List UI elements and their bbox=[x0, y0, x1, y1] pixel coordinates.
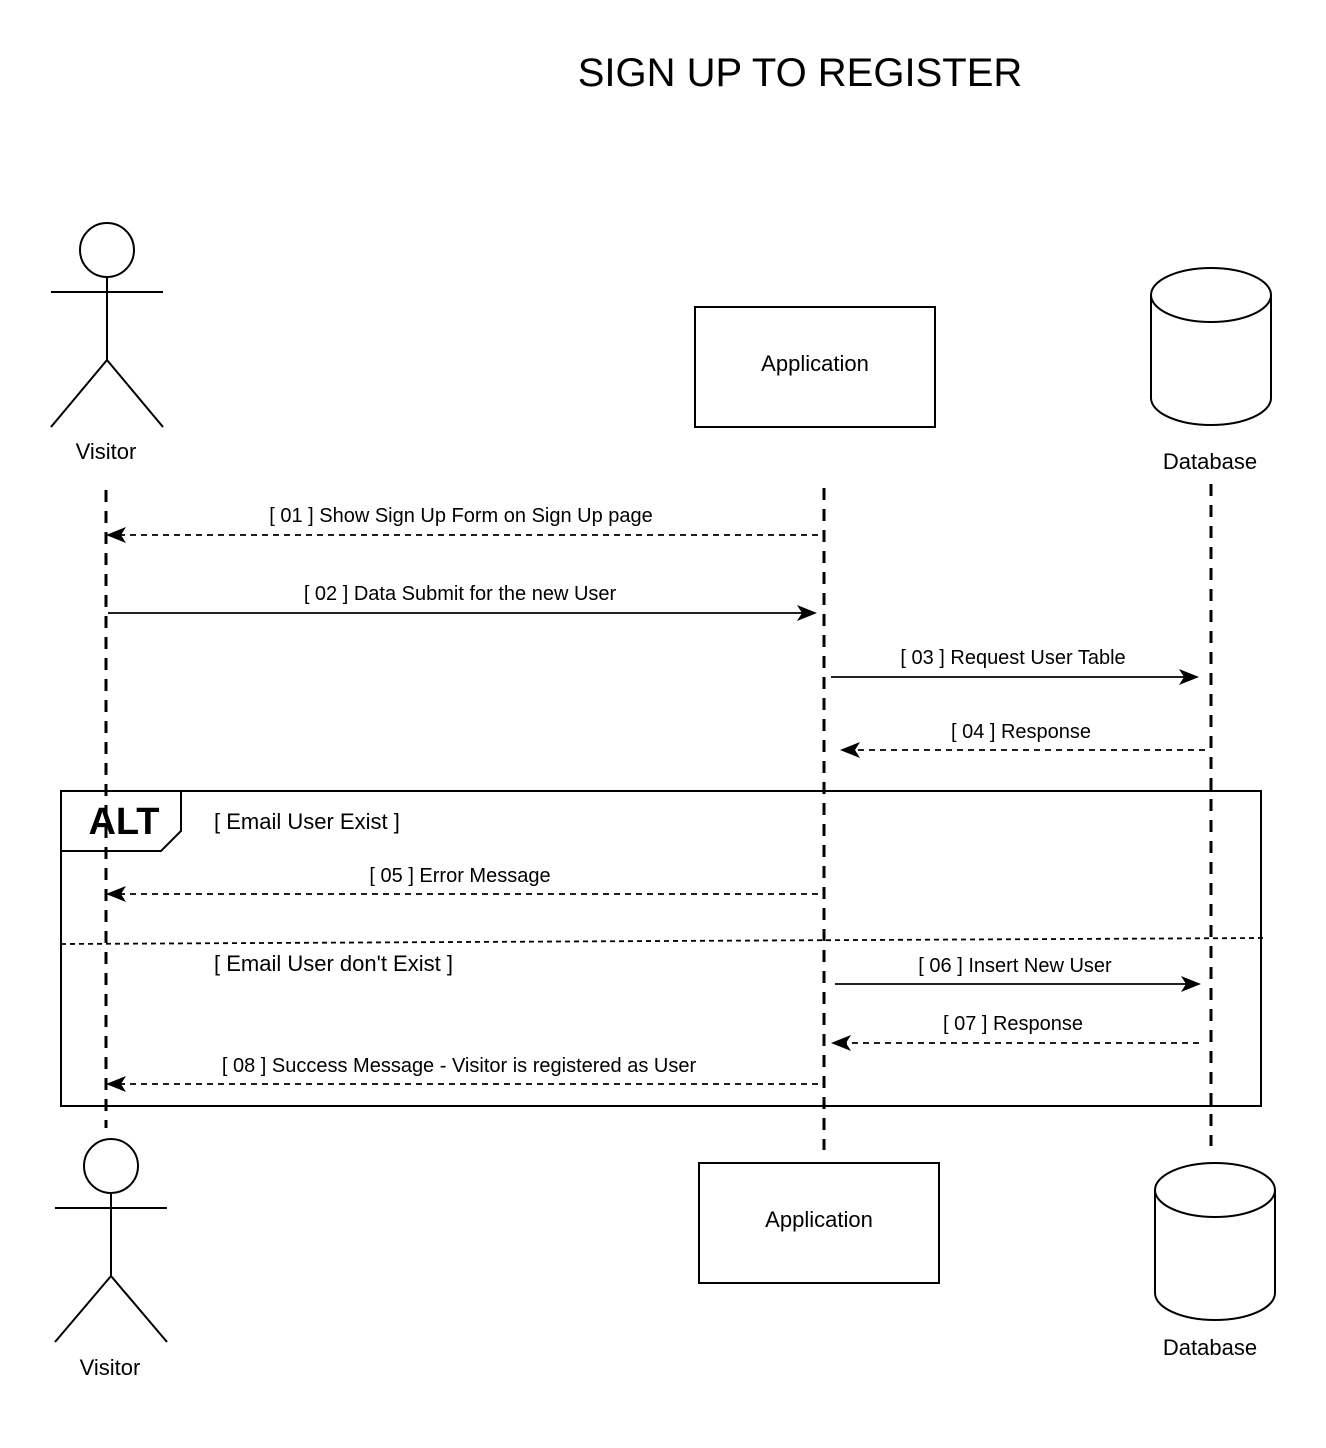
database-icon-top bbox=[1150, 267, 1272, 426]
message-06-label: [ 06 ] Insert New User bbox=[918, 955, 1112, 977]
message-05-label: [ 05 ] Error Message bbox=[369, 865, 550, 887]
application-box-top bbox=[694, 306, 936, 428]
visitor-actor-bottom bbox=[54, 1138, 168, 1343]
alt-condition-1: [ Email User Exist ] bbox=[214, 809, 400, 834]
message-02-label: [ 02 ] Data Submit for the new User bbox=[304, 583, 617, 605]
visitor-actor-top bbox=[50, 222, 164, 428]
database-icon-bottom bbox=[1154, 1162, 1276, 1321]
database-label-top: Database bbox=[1163, 449, 1257, 474]
alt-fragment-frame bbox=[60, 790, 1262, 1107]
database-label-bottom: Database bbox=[1163, 1335, 1257, 1360]
message-07-label: [ 07 ] Response bbox=[943, 1013, 1083, 1035]
message-04-label: [ 04 ] Response bbox=[951, 721, 1091, 743]
application-label-bottom: Application bbox=[765, 1207, 873, 1232]
visitor-label-bottom: Visitor bbox=[80, 1355, 141, 1380]
application-box-bottom bbox=[698, 1162, 940, 1284]
alt-operand-separator bbox=[60, 937, 1266, 945]
alt-fragment-label: ALT bbox=[88, 801, 159, 843]
message-03-label: [ 03 ] Request User Table bbox=[900, 647, 1125, 669]
visitor-label-top: Visitor bbox=[76, 439, 137, 464]
application-label-top: Application bbox=[761, 351, 869, 376]
message-01-label: [ 01 ] Show Sign Up Form on Sign Up page bbox=[269, 505, 653, 527]
message-08-label: [ 08 ] Success Message - Visitor is regi… bbox=[222, 1055, 697, 1077]
alt-condition-2: [ Email User don't Exist ] bbox=[214, 951, 453, 976]
diagram-title: SIGN UP TO REGISTER bbox=[578, 51, 1023, 95]
alt-fragment-tab bbox=[61, 791, 182, 852]
